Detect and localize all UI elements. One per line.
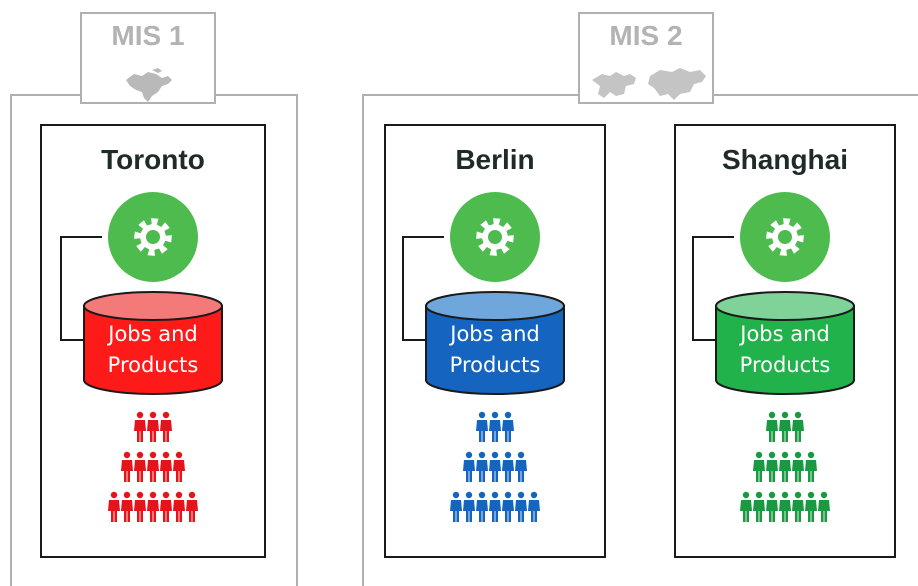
- person-icon: [502, 491, 514, 522]
- database-cylinder-icon: [715, 291, 855, 395]
- person-icon: [134, 451, 146, 482]
- toronto-db-label-line1: Jobs and: [106, 322, 198, 346]
- person-icon: [147, 491, 159, 522]
- person-icon: [173, 451, 185, 482]
- person-icon: [173, 491, 185, 522]
- person-icon: [515, 491, 527, 522]
- person-icon: [489, 491, 501, 522]
- database-cylinder-icon: [83, 291, 223, 395]
- shanghai-title: Shanghai: [721, 144, 848, 175]
- person-icon: [160, 411, 172, 442]
- person-icon: [792, 491, 804, 522]
- person-icon: [779, 491, 791, 522]
- database-cylinder-icon: [425, 291, 565, 395]
- person-icon: [792, 411, 804, 442]
- berlin-db-label-line2: Products: [450, 353, 541, 377]
- shanghai-connector-line: [692, 236, 734, 341]
- mis2-group-label: MIS 2: [578, 12, 714, 104]
- person-icon: [476, 491, 488, 522]
- person-icon: [147, 451, 159, 482]
- person-icon: [805, 451, 817, 482]
- gear-icon: [450, 192, 540, 282]
- toronto-title: Toronto: [101, 144, 205, 175]
- people-pyramid-icon: [450, 411, 540, 522]
- mis1-title: MIS 1: [111, 20, 185, 51]
- people-pyramid-icon: [108, 411, 198, 522]
- person-icon: [489, 411, 501, 442]
- person-icon: [121, 451, 133, 482]
- person-icon: [147, 411, 159, 442]
- person-icon: [121, 491, 133, 522]
- person-icon: [450, 491, 462, 522]
- person-icon: [502, 451, 514, 482]
- berlin-title: Berlin: [455, 144, 535, 175]
- person-icon: [805, 491, 817, 522]
- person-icon: [186, 491, 198, 522]
- person-icon: [134, 491, 146, 522]
- person-icon: [766, 491, 778, 522]
- person-icon: [753, 491, 765, 522]
- person-icon: [766, 451, 778, 482]
- shanghai-db-label-line1: Jobs and: [738, 322, 830, 346]
- mis1-group-label: MIS 1: [80, 12, 216, 104]
- person-icon: [792, 451, 804, 482]
- people-pyramid-icon: [740, 411, 830, 522]
- shanghai-db-label-line2: Products: [740, 353, 831, 377]
- toronto-connector-line: [60, 236, 102, 341]
- person-icon: [108, 491, 120, 522]
- europe-asia-map-icon: [592, 68, 706, 100]
- person-icon: [502, 411, 514, 442]
- mis2-title: MIS 2: [609, 20, 683, 51]
- berlin-connector-line: [402, 236, 444, 341]
- person-icon: [160, 451, 172, 482]
- person-icon: [160, 491, 172, 522]
- person-icon: [515, 451, 527, 482]
- person-icon: [779, 411, 791, 442]
- berlin-db-label-line1: Jobs and: [448, 322, 540, 346]
- toronto-db-label-line2: Products: [108, 353, 199, 377]
- person-icon: [528, 491, 540, 522]
- person-icon: [753, 451, 765, 482]
- person-icon: [489, 451, 501, 482]
- gear-icon: [740, 192, 830, 282]
- gear-icon: [108, 192, 198, 282]
- person-icon: [463, 491, 475, 522]
- person-icon: [476, 451, 488, 482]
- person-icon: [476, 411, 488, 442]
- person-icon: [818, 491, 830, 522]
- person-icon: [134, 411, 146, 442]
- person-icon: [740, 491, 752, 522]
- person-icon: [463, 451, 475, 482]
- north-america-map-icon: [126, 68, 172, 102]
- person-icon: [766, 411, 778, 442]
- person-icon: [779, 451, 791, 482]
